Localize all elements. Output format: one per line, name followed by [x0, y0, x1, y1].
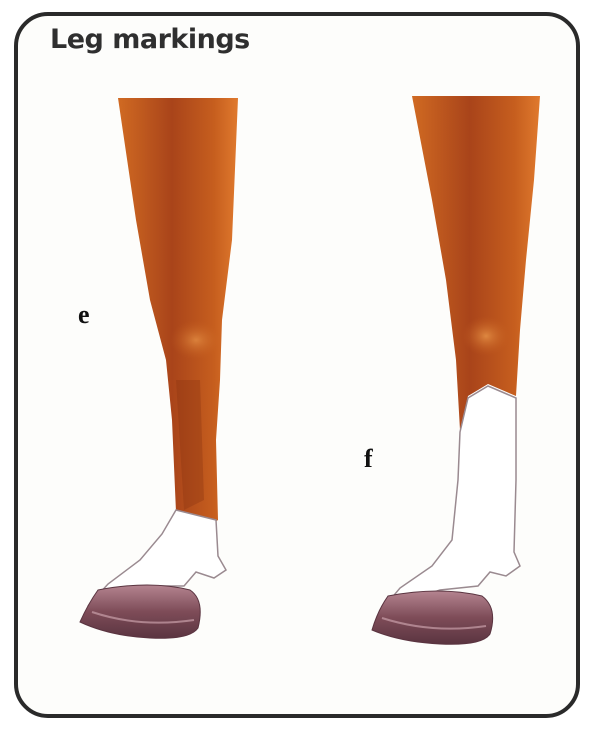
label-e: e [78, 300, 90, 330]
leg-e-coat [118, 98, 238, 528]
leg-f [372, 96, 540, 644]
leg-f-hoof [372, 591, 493, 644]
label-f: f [364, 444, 373, 474]
leg-e [80, 98, 238, 638]
leg-e-hoof [80, 585, 200, 638]
leg-f-white-marking [380, 386, 520, 612]
leg-f-coat [412, 96, 540, 430]
